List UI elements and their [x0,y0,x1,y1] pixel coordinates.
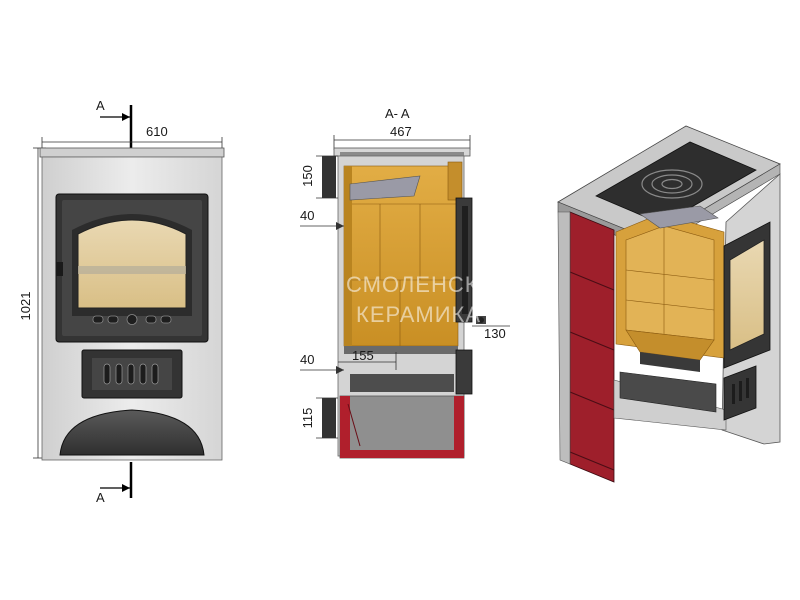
watermark-line1: СМОЛЕНСКАЯ [346,272,511,297]
dimension-150: 150 [300,155,338,199]
watermark-line2: КЕРАМИКА [356,302,481,327]
section-door-profile [455,197,473,395]
fire-door [55,193,209,343]
burner-ring-icon [641,169,703,199]
dimension-115: 115 [300,397,338,439]
iso-grate [640,352,700,372]
iso-firebox-bricks [615,213,725,361]
air-vents [92,314,172,325]
dimension-130: 130 [472,325,510,341]
section-title: A- A [385,106,410,121]
dimension-115-label: 115 [300,408,315,429]
dimension-40-lower: 40 [300,352,344,374]
section-width-label: 467 [390,124,412,139]
door-glass [77,219,187,309]
dimension-40-upper-label: 40 [300,208,314,223]
iso-ash-pit [619,371,717,413]
grate [344,346,458,354]
handle-knob-icon [476,316,486,324]
ash-pit [350,374,454,392]
stove-top-plate [39,147,225,158]
isometric-cutaway [557,125,781,483]
dimension-130-label: 130 [484,326,506,341]
front-width-dimension: 610 [41,124,223,150]
front-height-label: 1021 [18,292,33,321]
front-width-label: 610 [146,124,168,139]
door-handle-icon [56,262,63,276]
dimension-155-label: 155 [352,348,374,363]
baffle-plate [349,175,421,201]
section-marker-top: A [96,98,133,148]
dimension-40-upper: 40 [300,208,344,230]
iso-cooktop [595,141,757,225]
stove-plinth [59,409,205,456]
iso-left-steel [557,211,571,465]
section-view: A- A 467 [300,106,511,459]
section-marker-bottom-label: A [96,490,105,505]
iso-red-tile-side [569,211,615,483]
ash-door [81,349,183,399]
dimension-150-label: 150 [300,165,315,187]
iso-baffle [639,205,719,229]
front-view: A 610 1021 [18,98,225,505]
section-marker-top-label: A [96,98,105,113]
iso-ash-door [723,365,757,421]
dimension-155: 155 [338,348,397,370]
dimension-40-lower-label: 40 [300,352,314,367]
iso-fire-door [723,221,771,369]
section-width-dimension: 467 [333,124,471,150]
section-plinth [339,395,465,459]
section-marker-bottom: A [96,462,133,505]
